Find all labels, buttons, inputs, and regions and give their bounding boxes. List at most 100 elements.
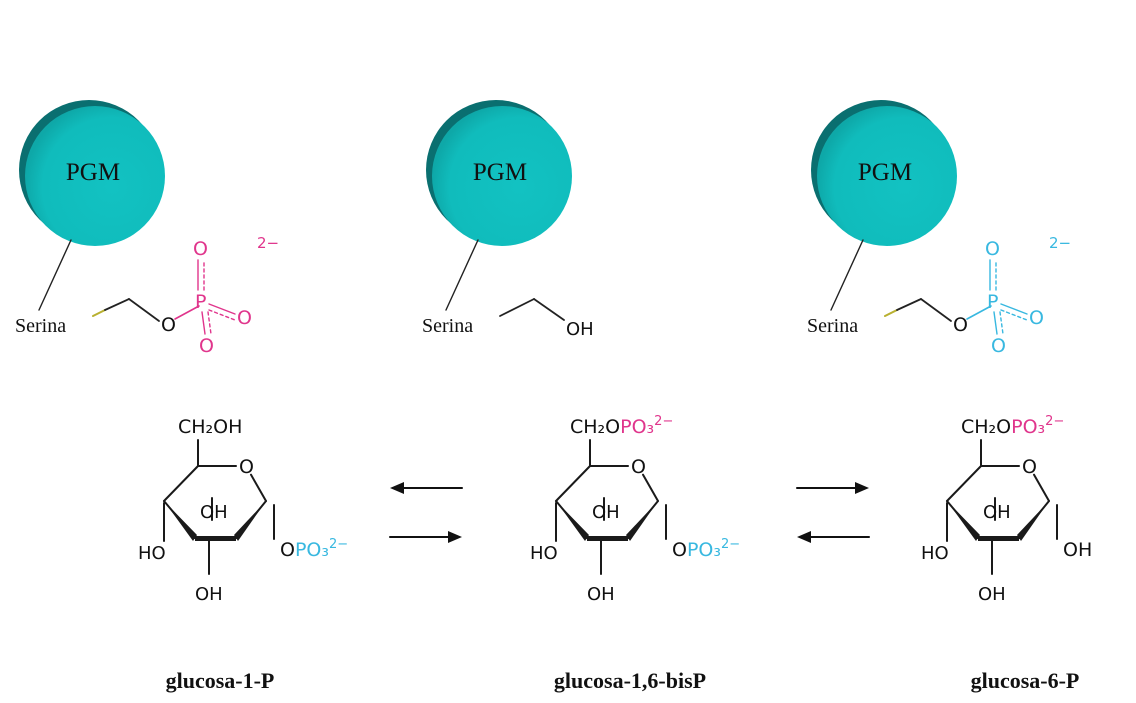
p-o-bottom-bond [201, 311, 206, 335]
c6-prefix: CH₂OH [178, 416, 242, 438]
c6-prefix: CH₂O [961, 416, 1011, 438]
c6-group: CH₂OH [178, 416, 242, 438]
c4-hydroxyl: HO [921, 543, 949, 564]
p-o-bottom-bond-dash [999, 311, 1004, 335]
c4-hydroxyl: HO [138, 543, 166, 564]
serine-bond [920, 298, 952, 322]
equilibrium-arrow-2 [389, 531, 462, 543]
hydroxyl-label: OH [566, 319, 594, 340]
p-o-right-bond-dash [1000, 309, 1028, 321]
enzyme-2: PGM Serina OH [422, 100, 594, 340]
c3-hydroxyl: OH [195, 584, 223, 605]
serine-bond [128, 298, 160, 322]
c1-charge: 2− [329, 537, 348, 552]
phosphorus: P [195, 291, 206, 313]
ester-oxygen: O [953, 314, 968, 336]
molecule-name: glucosa-1-P [166, 668, 275, 693]
ring-bond [946, 465, 982, 502]
p-o-right-bond-dash [208, 309, 236, 321]
serine-bond [533, 298, 565, 321]
pgm-label: PGM [473, 159, 527, 186]
serine-bond [104, 298, 130, 311]
serine-label: Serina [422, 315, 473, 337]
pgm-label: PGM [858, 159, 912, 186]
c1-group: OPO₃2− [280, 537, 348, 561]
c2-hydroxyl: OH [983, 502, 1011, 523]
ring-bond [641, 473, 659, 502]
serine-link-line [830, 239, 864, 311]
c4-hydroxyl: HO [530, 543, 558, 564]
serine-tail [92, 309, 106, 317]
ring-bond [555, 465, 591, 502]
c1-oxygen: O [672, 539, 687, 561]
serine-link-line [38, 239, 72, 311]
oxygen-bottom: O [991, 335, 1006, 357]
c1-charge: 2− [721, 537, 740, 552]
ring-wedge [947, 501, 980, 541]
c1-group: OH [1063, 539, 1092, 561]
p-o-bottom-bond [993, 311, 998, 335]
pgm-circle [25, 106, 165, 246]
c6-prefix: CH₂O [570, 416, 620, 438]
c3-hydroxyl: OH [587, 584, 615, 605]
c1-phosphate: OH [1063, 539, 1092, 561]
ring-bond [1032, 473, 1050, 502]
ring-bond [249, 473, 267, 502]
arrow-head [448, 531, 462, 543]
ring-wedge [626, 501, 658, 541]
c6-phosphate: PO₃ [1011, 416, 1045, 438]
p-o-right-bond [1000, 303, 1028, 315]
p-o-bottom-bond-dash [207, 311, 212, 335]
pgm-circle [817, 106, 957, 246]
c6-charge: 2− [654, 414, 673, 429]
arrow-head [797, 531, 811, 543]
oxygen-bottom: O [199, 335, 214, 357]
phosphorus: P [987, 291, 998, 313]
arrow-head [855, 482, 869, 494]
ring-front-bond [978, 536, 1019, 541]
molecule-name: glucosa-1,6-bisP [554, 668, 706, 693]
ring-front-bond [195, 536, 236, 541]
c1-phosphate: PO₃ [687, 539, 721, 561]
p-o-right-bond [208, 303, 236, 315]
charge-label: 2− [257, 234, 279, 252]
oxygen-top: O [193, 238, 208, 260]
equilibrium-arrow-4 [797, 531, 870, 543]
oxygen-top: O [985, 238, 1000, 260]
o-p-bond [174, 305, 200, 320]
ring-front-bond [587, 536, 628, 541]
ring-wedge [556, 501, 589, 541]
serine-tail [884, 309, 898, 317]
arrow-head [390, 482, 404, 494]
oxygen-right: O [1029, 307, 1044, 329]
charge-label: 2− [1049, 234, 1071, 252]
equilibrium-arrow-1 [390, 482, 463, 494]
serine-label: Serina [807, 315, 858, 337]
molecule-name: glucosa-6-P [971, 668, 1080, 693]
oxygen-right: O [237, 307, 252, 329]
c6-charge: 2− [1045, 414, 1064, 429]
ring-wedge [234, 501, 266, 541]
c3-hydroxyl: OH [978, 584, 1006, 605]
ester-oxygen: O [161, 314, 176, 336]
ring-wedge [164, 501, 197, 541]
c6-phosphate: PO₃ [620, 416, 654, 438]
o-p-bond [966, 305, 992, 320]
ring-oxygen: O [239, 456, 254, 478]
serine-bond [896, 298, 922, 311]
c1-group: OPO₃2− [672, 537, 740, 561]
serine-label: Serina [15, 315, 66, 337]
equilibrium-arrow-3 [796, 482, 869, 494]
serine-bond [499, 298, 535, 317]
c1-phosphate: PO₃ [295, 539, 329, 561]
ring-bond [163, 465, 199, 502]
c6-group: CH₂OPO₃2− [570, 414, 673, 438]
c6-group: CH₂OPO₃2− [961, 414, 1064, 438]
